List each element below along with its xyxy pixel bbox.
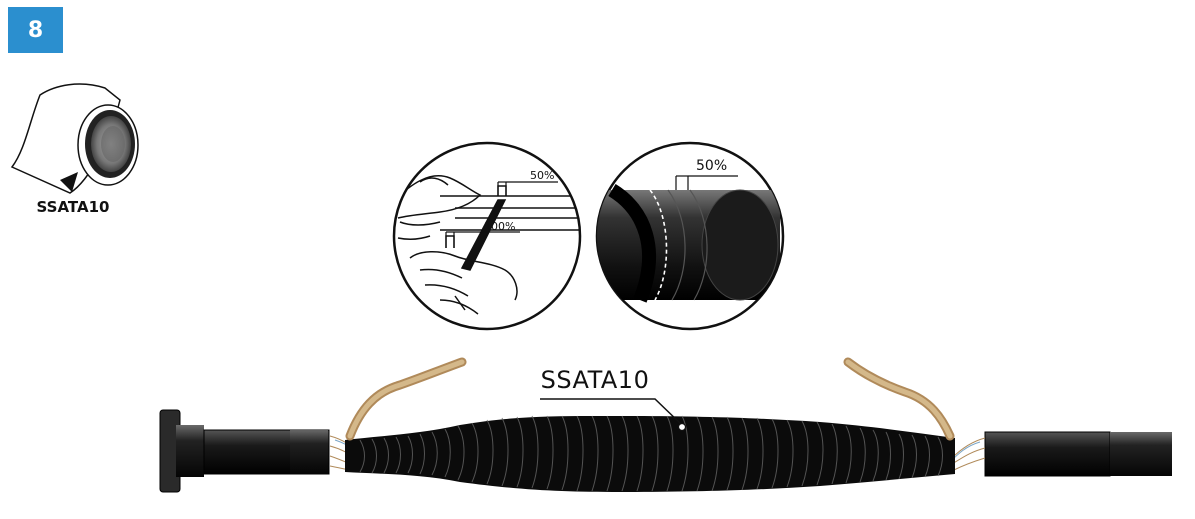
cable-overlap-label: 50% — [696, 158, 727, 174]
tape-roll-icon — [10, 83, 139, 194]
callout-leader-line — [540, 398, 683, 426]
wrap-ridges — [359, 415, 943, 492]
hand-overlap-top-label: 50% — [530, 169, 554, 182]
left-wire-lead — [345, 357, 467, 441]
tape-product-label: SSATA10 — [36, 198, 110, 216]
main-cable-assembly — [159, 357, 1172, 493]
detail-circle-hands: 50% 100% — [392, 141, 582, 331]
main-callout-label: SSATA10 — [540, 366, 650, 394]
step-number-badge: 8 — [8, 7, 63, 53]
hand-overlap-bottom-label: 100% — [484, 220, 515, 233]
detail-circle-cable: 50% — [595, 141, 785, 331]
right-braid — [949, 437, 986, 471]
callout-leader-dot — [677, 422, 687, 432]
